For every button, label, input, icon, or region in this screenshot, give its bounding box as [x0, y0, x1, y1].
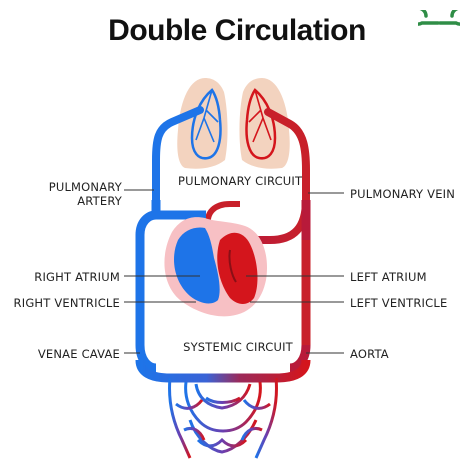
- right-lung-icon: [239, 78, 290, 169]
- pulmonary-artery-label: PULMONARY ARTERY: [49, 180, 122, 208]
- venae-cavae-vessel: [135, 200, 161, 373]
- right-ventricle-label: RIGHT VENTRICLE: [13, 296, 120, 310]
- pulmonary-circuit-label: PULMONARY CIRCUIT: [178, 174, 303, 188]
- systemic-capillary-bed: [168, 377, 278, 459]
- right-atrium-label: RIGHT ATRIUM: [34, 270, 120, 284]
- systemic-circuit-label: SYSTEMIC CIRCUIT: [183, 340, 293, 354]
- left-heart-chambers: [217, 232, 258, 304]
- diagram-title: Double Circulation: [108, 14, 366, 47]
- pulmonary-artery-label-line1: PULMONARY: [48, 180, 122, 194]
- left-atrium-label: LEFT ATRIUM: [350, 270, 427, 284]
- systemic-trunk: [135, 359, 311, 383]
- geeksforgeeks-logo-icon: [418, 10, 460, 26]
- left-lung-icon: [177, 78, 228, 169]
- pulmonary-artery-label-line2: ARTERY: [77, 194, 122, 208]
- right-heart-chambers: [174, 227, 220, 304]
- pulmonary-vein-vessel: [264, 108, 310, 204]
- left-ventricle-label: LEFT VENTRICLE: [350, 296, 448, 310]
- label-leader-lines: [124, 189, 344, 354]
- pulmonary-vein-label: PULMONARY VEIN: [350, 187, 456, 201]
- venae-cavae-label: VENAE CAVAE: [37, 347, 120, 361]
- pulmonary-artery-vessel: [152, 106, 204, 204]
- aorta-label: AORTA: [350, 347, 389, 361]
